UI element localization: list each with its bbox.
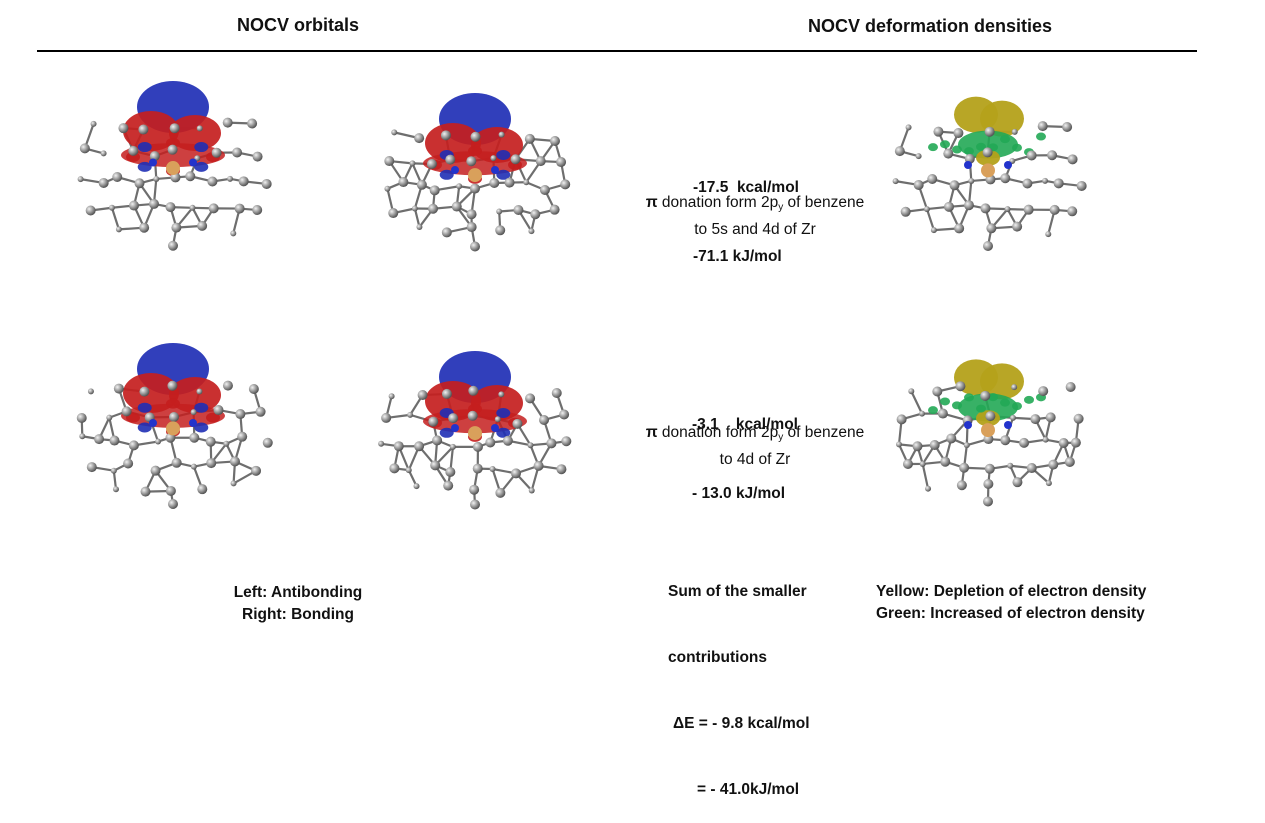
description-row-1: π donation form 2py of benzene to 5s and… <box>615 192 895 241</box>
legend-orbitals: Left: Antibonding Right: Bonding <box>198 582 398 626</box>
legend-densities: Yellow: Depletion of electron density Gr… <box>876 581 1146 625</box>
energy-kj-row-2: - 13.0 kJ/mol <box>692 482 798 505</box>
energy-kj-row-1: -71.1 kJ/mol <box>693 245 799 268</box>
description-row-2: π donation form 2py of benzene to 4d of … <box>615 422 895 471</box>
deformation-density-2-image <box>893 340 1083 510</box>
summary-smaller-contributions: Sum of the smaller contributions ΔE = - … <box>668 537 810 823</box>
deformation-density-1-image <box>893 75 1083 255</box>
orbital-2-bonding-image <box>380 343 570 513</box>
orbital-1-bonding-image <box>380 85 570 255</box>
header-nocv-deformation-densities: NOCV deformation densities <box>780 16 1080 37</box>
header-divider <box>37 50 1197 52</box>
header-nocv-orbitals: NOCV orbitals <box>198 15 398 36</box>
pi-symbol: π <box>646 194 658 211</box>
orbital-2-antibonding-image <box>78 333 268 513</box>
pi-symbol: π <box>646 424 658 441</box>
orbital-1-antibonding-image <box>78 70 268 255</box>
